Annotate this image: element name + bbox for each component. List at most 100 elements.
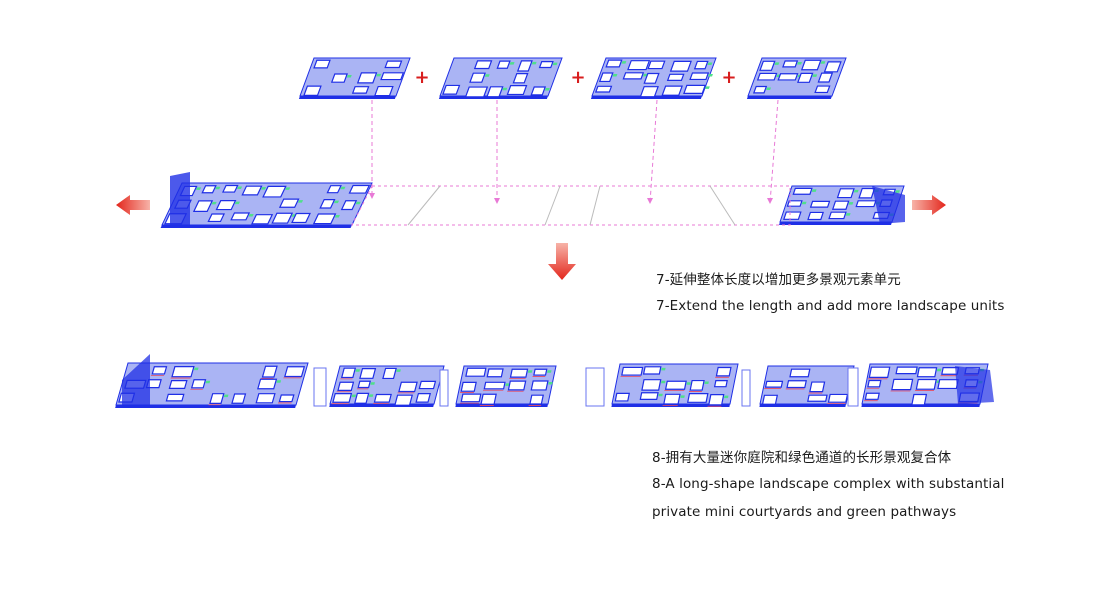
- courtyard-opening: [509, 368, 529, 378]
- courtyard-opening: [916, 367, 938, 378]
- courtyard-opening: [165, 393, 185, 402]
- divider-line: [589, 185, 601, 226]
- courtyard-opening: [168, 380, 188, 389]
- landscape-unit: [590, 57, 717, 99]
- red-path-line: [190, 388, 203, 390]
- courtyard-opening: [373, 393, 392, 403]
- connector-block: [847, 367, 859, 407]
- courtyard-opening: [689, 379, 705, 391]
- dashed-drop-arrow: [649, 99, 658, 204]
- green-patch: [686, 382, 691, 385]
- courtyard-opening: [337, 381, 355, 391]
- courtyard-opening: [621, 366, 644, 376]
- plus-sign: +: [721, 67, 736, 88]
- red-path-line: [688, 391, 702, 392]
- green-patch: [527, 370, 533, 373]
- courtyard-opening: [271, 212, 294, 224]
- connector-block: [741, 369, 751, 407]
- red-path-line: [764, 388, 782, 389]
- courtyard-opening: [937, 379, 959, 390]
- courtyard-opening: [284, 366, 306, 378]
- green-patch: [370, 382, 375, 385]
- green-patch: [297, 200, 304, 203]
- unit-edge: [861, 404, 980, 407]
- courtyard-opening: [516, 60, 533, 72]
- red-path-line: [336, 391, 352, 393]
- courtyard-opening: [642, 366, 662, 375]
- landscape-unit: [759, 365, 855, 407]
- courtyard-opening: [641, 379, 662, 391]
- red-path-line: [528, 405, 542, 406]
- red-path-line: [707, 405, 722, 407]
- courtyard-opening: [353, 392, 370, 404]
- courtyard-opening: [207, 213, 226, 223]
- green-patch: [334, 215, 340, 218]
- connector-block: [313, 367, 327, 407]
- courtyard-opening: [708, 393, 725, 406]
- green-patch: [285, 187, 291, 190]
- courtyard-opening: [192, 200, 214, 212]
- red-path-line: [532, 376, 546, 377]
- courtyard-opening: [817, 72, 834, 83]
- dashed-drop-arrow: [769, 99, 779, 204]
- green-patch: [774, 62, 780, 65]
- green-patch: [812, 74, 818, 77]
- green-patch: [276, 380, 282, 383]
- courtyard-opening: [687, 393, 709, 403]
- green-patch: [853, 189, 859, 193]
- green-patch: [355, 369, 361, 372]
- step7-chinese-caption: 7-延伸整体长度以增加更多景观元素单元: [656, 272, 901, 288]
- courtyard-opening: [792, 187, 813, 195]
- courtyard-opening: [496, 60, 511, 69]
- green-patch: [811, 189, 817, 192]
- green-patch: [661, 380, 666, 384]
- courtyard-opening: [190, 379, 207, 389]
- courtyard-opening: [512, 73, 529, 84]
- green-patch: [531, 61, 537, 65]
- red-path-line: [283, 377, 302, 379]
- courtyard-opening: [209, 393, 225, 404]
- courtyard-opening: [855, 200, 877, 208]
- green-patch: [333, 200, 340, 204]
- courtyard-opening: [215, 200, 237, 211]
- courtyard-opening: [507, 380, 527, 391]
- green-patch: [368, 394, 374, 397]
- courtyard-opening: [486, 368, 504, 378]
- end-wall: [872, 186, 905, 224]
- plus-sign: +: [414, 67, 429, 88]
- landscape-unit: [438, 57, 563, 99]
- connector-block: [585, 367, 605, 407]
- green-patch: [612, 73, 618, 77]
- landscape-unit: [746, 57, 847, 99]
- green-patch: [502, 87, 508, 91]
- unit-edge: [455, 404, 548, 407]
- green-patch: [936, 368, 942, 372]
- green-patch: [505, 383, 510, 386]
- landscape-unit: [329, 365, 445, 407]
- courtyard-opening: [797, 72, 814, 83]
- divider-line: [407, 185, 441, 226]
- green-patch: [396, 369, 401, 372]
- landscape-units: [115, 57, 994, 408]
- courtyard-opening: [460, 381, 477, 392]
- courtyard-opening: [303, 85, 322, 96]
- green-patch: [704, 86, 710, 89]
- courtyard-opening: [418, 380, 437, 390]
- left-extend-arrow: [116, 195, 150, 215]
- courtyard-opening: [480, 393, 497, 405]
- courtyard-opening: [380, 72, 405, 81]
- red-path-line: [331, 403, 349, 405]
- green-patch: [801, 201, 807, 205]
- green-patch: [797, 62, 802, 65]
- courtyard-opening: [693, 60, 709, 70]
- landscape-unit: [160, 182, 373, 228]
- red-path-line: [808, 392, 823, 394]
- red-path-line: [715, 376, 730, 378]
- green-patch: [205, 380, 211, 384]
- courtyard-opening: [394, 394, 413, 406]
- courtyard-opening: [605, 59, 623, 68]
- red-path-line: [509, 378, 526, 379]
- green-patch: [621, 61, 627, 64]
- divider-line: [709, 185, 736, 226]
- courtyard-opening: [319, 199, 336, 209]
